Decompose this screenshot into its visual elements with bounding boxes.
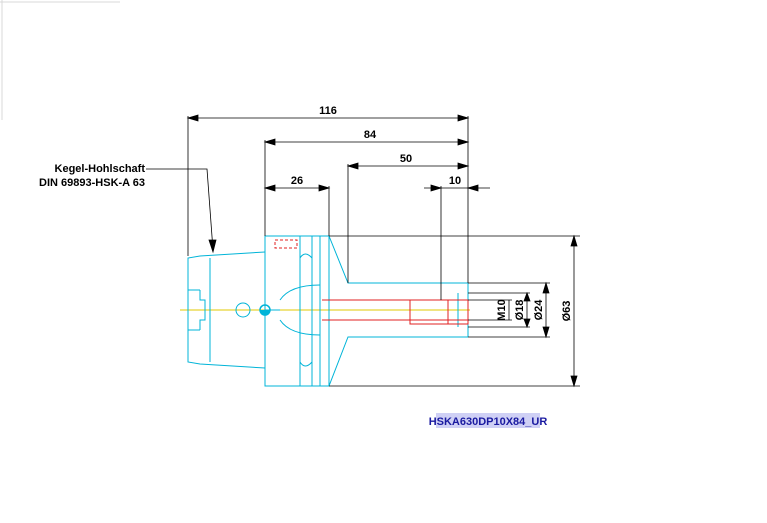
callout-line-2: DIN 69893-HSK-A 63 [39, 177, 145, 189]
dim-bore-depth: 10 [449, 175, 461, 187]
dim-bore-diameter: Ø18 [514, 300, 526, 321]
callout-leader [146, 168, 217, 254]
hidden-lines [274, 239, 469, 325]
part-label-background [436, 413, 540, 428]
dim-flange-diameter: Ø63 [561, 301, 573, 322]
dim-neck-diameter: Ø24 [533, 299, 545, 321]
center-marker [259, 304, 271, 316]
part-label: HSKA630DP10X84_UR [429, 416, 548, 428]
dimension-lines [186, 114, 578, 388]
extension-lines [187, 116, 580, 387]
dim-body-length: 50 [400, 153, 412, 165]
frame-lines [0, 0, 120, 120]
dim-flange-width: 26 [291, 175, 303, 187]
dim-overall-length: 116 [319, 105, 337, 117]
holder-outline [187, 235, 469, 387]
callout-line-1: Kegel-Hohlschaft [55, 163, 146, 175]
dim-thread: M10 [496, 299, 508, 320]
dim-gauge-length: 84 [364, 129, 377, 141]
